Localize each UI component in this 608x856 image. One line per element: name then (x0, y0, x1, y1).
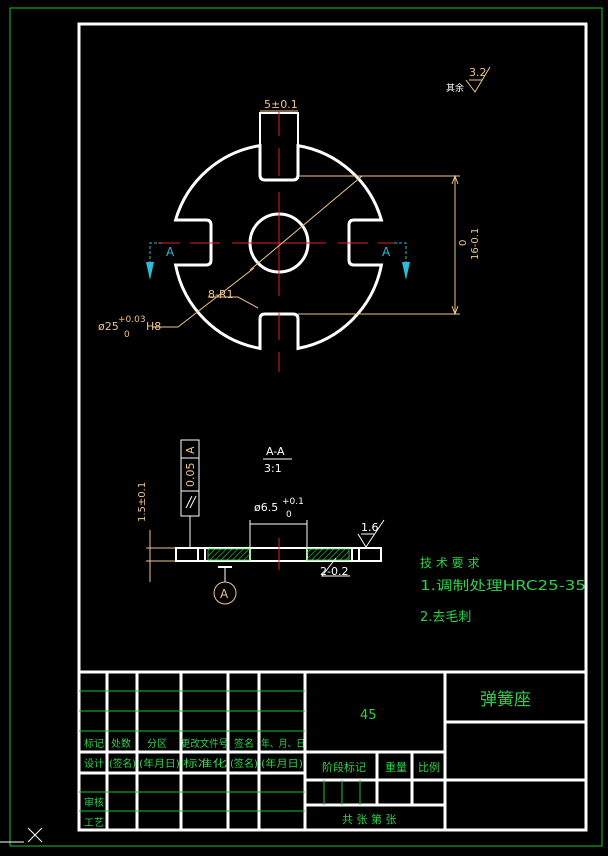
tech-item-1: 1.调制处理HRC25-35 (420, 579, 586, 594)
height-dimension (298, 174, 460, 316)
flatness-tol: 0.05 (184, 463, 197, 488)
datum-circle (213, 581, 237, 605)
ucs-cross-icon (0, 827, 43, 843)
col-doc: 更改文件号 (181, 737, 228, 750)
section-scale: 3:1 (264, 462, 282, 475)
material: 45 (360, 708, 377, 723)
section-cut-lines (149, 242, 407, 262)
radius-leader (208, 296, 259, 309)
col-count: 处数 (111, 737, 131, 750)
col-zone: 分区 (147, 738, 167, 750)
bore-tol-upper: +0.03 (118, 315, 146, 325)
tech-item-2: 2.去毛刺 (420, 610, 471, 625)
inner-diameter-dimension (249, 520, 308, 548)
design-sign: (签名) (109, 757, 136, 770)
section-arrow-left-icon (146, 262, 154, 280)
std-sign: (签名) (230, 757, 258, 770)
part-top-view: A A 5±0.1 0 16-0.1 ø25 +0.03 0 H8 8-R1 (98, 98, 481, 372)
row-process: 工艺 (84, 817, 104, 829)
hatch-right (306, 548, 350, 561)
chamfer-leader (320, 557, 350, 577)
section-title: A-A (266, 445, 285, 458)
height-dim-a: 0 (458, 240, 469, 246)
datum-ref: A (184, 446, 197, 454)
roughness-symbol-local (357, 519, 385, 548)
weight: 重量 (385, 760, 407, 774)
roughness-other-label: 其余 (446, 82, 464, 94)
tech-heading: 技 术 要 求 (420, 556, 479, 570)
inner-dim-main: ø6.5 (254, 501, 278, 514)
outer-green-frame (9, 7, 603, 847)
row-design: 设计 (84, 757, 104, 770)
inner-tol-lower: 0 (286, 510, 292, 520)
design-date: (年月日) (139, 757, 180, 770)
part-name: 弹簧座 (480, 690, 531, 710)
thickness-dim: 1.5±0.1 (137, 482, 148, 522)
bore-leader (152, 175, 363, 328)
height-dim-b: 16-0.1 (470, 228, 481, 260)
std-date: (年月日) (261, 757, 303, 770)
section-marker-left: A (166, 245, 175, 259)
sheets: 共 张 第 张 (342, 812, 397, 826)
section-view: A-A 3:1 A 0.05 1.5±0.1 (137, 439, 385, 605)
stage-mark: 阶段标记 (322, 760, 366, 774)
row-review: 审核 (84, 796, 104, 809)
radius-note: 8-R1 (208, 288, 234, 301)
roughness-other-value: 3.2 (469, 66, 487, 79)
chamfer-note: 2-0.2 (320, 565, 348, 578)
col-sign: 签名 (234, 737, 254, 750)
inner-tol-upper: +0.1 (282, 497, 304, 507)
col-mark: 标记 (84, 738, 104, 750)
thickness-dimension (146, 530, 176, 582)
datum-label: A (220, 587, 229, 601)
roughness-local-value: 1.6 (361, 521, 379, 534)
bore-fit: H8 (146, 320, 161, 333)
col-date: 年、月、日 (261, 737, 305, 750)
title-block: 45 弹簧座 标记 处数 分区 更改文件号 签名 年、月、日 设计 (签名) (… (77, 670, 588, 832)
slot-width-dim: 5±0.1 (264, 98, 298, 111)
ratio: 比例 (418, 760, 440, 774)
bore-dim-main: ø25 (98, 320, 119, 333)
section-marker-right: A (382, 245, 391, 259)
parallel-symbol-icon (185, 495, 197, 509)
part-outer-profile (173, 143, 384, 351)
row-std: 标准化 (183, 757, 227, 770)
centerlines (158, 112, 398, 372)
hatch-left (207, 548, 251, 561)
section-arrow-right-icon (402, 262, 410, 280)
bore-tol-lower: 0 (124, 330, 130, 340)
roughness-symbol-other (465, 66, 491, 93)
